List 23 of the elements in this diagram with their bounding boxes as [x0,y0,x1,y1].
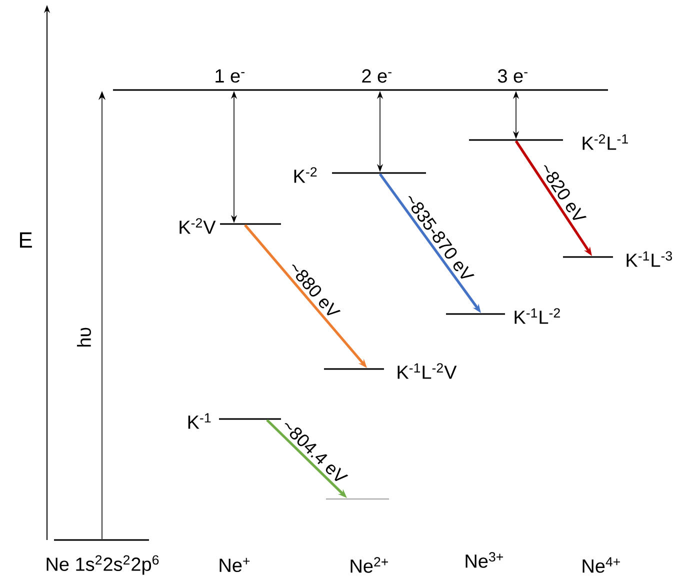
electron-count: 1 e$^{-}$ [216,69,244,83]
energy-level-line [324,368,384,370]
energy-level-line [563,256,613,258]
energy-level-line [326,498,389,500]
energy-level-line [446,313,505,315]
ion-label: Ne$^{2+}$ [350,557,388,573]
edge-label: hυ [76,326,92,349]
ion-label: Ne$^{3+}$ [466,552,503,568]
electron-count: 2 e$^{-}$ [362,69,392,83]
level-label: K$^{-2}$L$^{-1}$ [582,134,628,150]
ion-label: Ne$^{4+}$ [582,557,620,573]
energy-level-line [219,418,281,420]
axis-label: E [20,232,32,248]
level-label: K$^{-2}$ [294,167,317,183]
level-label: K$^{-1}$L$^{-2}$ [514,308,560,324]
energy-level-line [54,539,149,541]
ion-label: Ne$^{+}$ [220,558,250,572]
level-label: K$^{-2}$V [180,218,216,234]
electron-count: 3 e$^{-}$ [498,69,528,83]
ion-label: Ne 1s$^{2}$2s$^{2}$2p$^{6}$ [46,555,159,575]
level-label: K$^{-1}$L$^{-3}$ [626,251,672,267]
level-label: K$^{-1}$ [188,413,211,429]
level-label: K$^{-1}$L$^{-2}$V [398,363,457,379]
